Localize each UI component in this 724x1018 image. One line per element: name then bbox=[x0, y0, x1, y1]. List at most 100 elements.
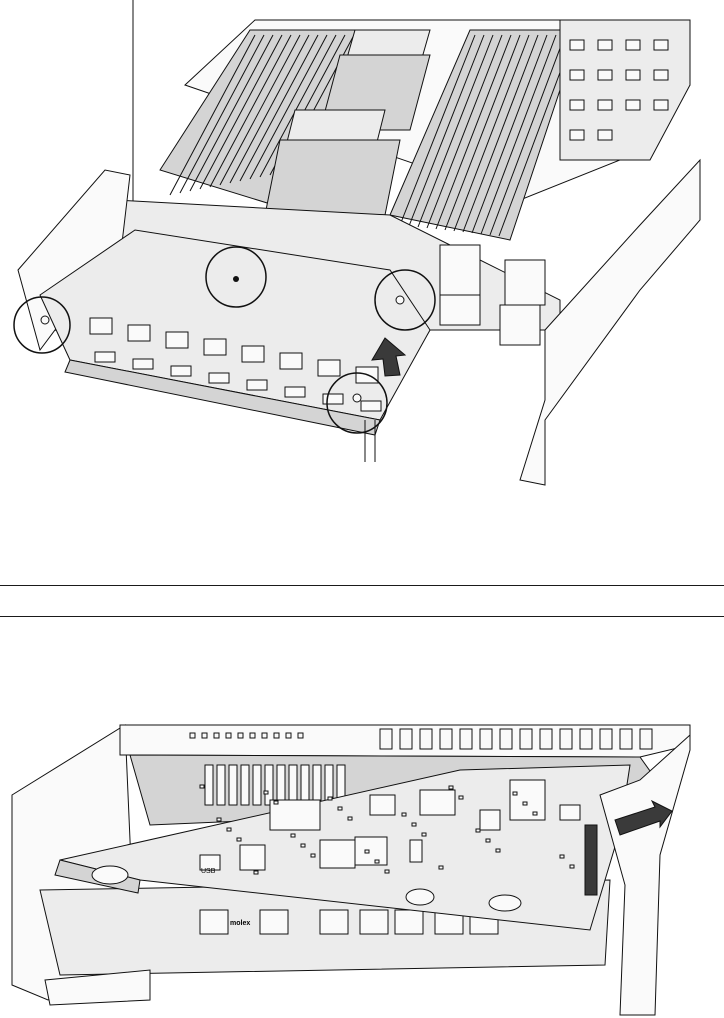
dimm-slot bbox=[229, 765, 237, 805]
tray-port bbox=[242, 346, 264, 362]
smd-component bbox=[439, 866, 443, 869]
rear-component bbox=[238, 733, 243, 738]
dimm-slot bbox=[289, 765, 297, 805]
smd-component bbox=[476, 829, 480, 832]
smd-component bbox=[338, 807, 342, 810]
board-hole-mid bbox=[406, 889, 434, 905]
smd-component bbox=[496, 849, 500, 852]
rear-component bbox=[540, 729, 552, 749]
board-hole-left bbox=[92, 866, 128, 884]
rear-component bbox=[226, 733, 231, 738]
rear-component bbox=[400, 729, 412, 749]
rear-component bbox=[580, 729, 592, 749]
smd-component bbox=[385, 870, 389, 873]
tray-port bbox=[204, 339, 226, 355]
lower-port bbox=[200, 910, 228, 934]
tray-port bbox=[318, 360, 340, 376]
dimm-slot bbox=[313, 765, 321, 805]
rear-component bbox=[286, 733, 291, 738]
lower-port bbox=[260, 910, 288, 934]
smd-component bbox=[402, 813, 406, 816]
tray-port-lower bbox=[247, 380, 267, 390]
rear-component bbox=[214, 733, 219, 738]
dimm-slot bbox=[241, 765, 249, 805]
board-chip bbox=[420, 790, 455, 815]
component-chip bbox=[570, 130, 584, 140]
component-chip bbox=[598, 40, 612, 50]
rear-component bbox=[460, 729, 472, 749]
lower-port bbox=[320, 910, 348, 934]
component-chip bbox=[654, 40, 668, 50]
rear-component bbox=[520, 729, 532, 749]
tray-port bbox=[166, 332, 188, 348]
rear-component bbox=[500, 729, 512, 749]
rear-component bbox=[250, 733, 255, 738]
smd-component bbox=[274, 801, 278, 804]
dimm-slot bbox=[253, 765, 261, 805]
rear-component bbox=[202, 733, 207, 738]
smd-component bbox=[264, 791, 268, 794]
dimm-slot bbox=[301, 765, 309, 805]
smd-component bbox=[365, 850, 369, 853]
rear-component bbox=[600, 729, 612, 749]
board-chip bbox=[410, 840, 422, 862]
board-chip bbox=[480, 810, 500, 830]
rear-component bbox=[560, 729, 572, 749]
rear-component bbox=[274, 733, 279, 738]
separator-line-top bbox=[0, 585, 724, 586]
smd-component bbox=[311, 854, 315, 857]
dimm-slot bbox=[265, 765, 273, 805]
component-chip bbox=[570, 70, 584, 80]
molex-label: molex bbox=[230, 920, 250, 927]
component-chip bbox=[626, 70, 640, 80]
separator-line-bottom bbox=[0, 616, 724, 617]
smd-component bbox=[237, 838, 241, 841]
smd-component bbox=[217, 818, 221, 821]
rear-component bbox=[480, 729, 492, 749]
smd-component bbox=[422, 833, 426, 836]
smd-component bbox=[523, 802, 527, 805]
tray-port-lower bbox=[285, 387, 305, 397]
board-chip bbox=[510, 780, 545, 820]
smd-component bbox=[412, 823, 416, 826]
component-chip bbox=[570, 40, 584, 50]
smd-component bbox=[533, 812, 537, 815]
board-chip bbox=[355, 837, 387, 865]
rear-component bbox=[380, 729, 392, 749]
smd-component bbox=[227, 828, 231, 831]
smd-component bbox=[449, 786, 453, 789]
board-chip bbox=[240, 845, 265, 870]
rear-component bbox=[298, 733, 303, 738]
tray-port bbox=[128, 325, 150, 341]
component-chip bbox=[626, 100, 640, 110]
component-chip bbox=[570, 100, 584, 110]
tray-port bbox=[90, 318, 112, 334]
smd-component bbox=[375, 860, 379, 863]
dimm-slot bbox=[205, 765, 213, 805]
lower-port bbox=[395, 910, 423, 934]
tray-port-lower bbox=[323, 394, 343, 404]
lower-port bbox=[360, 910, 388, 934]
component-chip bbox=[598, 130, 612, 140]
figure-top-drawing bbox=[0, 0, 724, 500]
rear-component bbox=[262, 733, 267, 738]
dimm-slot bbox=[277, 765, 285, 805]
smd-component bbox=[486, 839, 490, 842]
edge-connector bbox=[585, 825, 597, 895]
board-chip bbox=[320, 840, 355, 868]
component-chip bbox=[654, 70, 668, 80]
board-chip bbox=[560, 805, 580, 820]
smd-component bbox=[570, 865, 574, 868]
smd-component bbox=[348, 817, 352, 820]
smd-component bbox=[291, 834, 295, 837]
rear-component bbox=[640, 729, 652, 749]
smd-component bbox=[328, 797, 332, 800]
component-chip bbox=[598, 100, 612, 110]
tray-port bbox=[280, 353, 302, 369]
board-chip bbox=[370, 795, 395, 815]
figure-bottom-drawing: molex USB bbox=[0, 715, 724, 1018]
tray-port-lower bbox=[95, 352, 115, 362]
component-chip bbox=[626, 40, 640, 50]
smd-component bbox=[513, 792, 517, 795]
component-chip bbox=[598, 70, 612, 80]
